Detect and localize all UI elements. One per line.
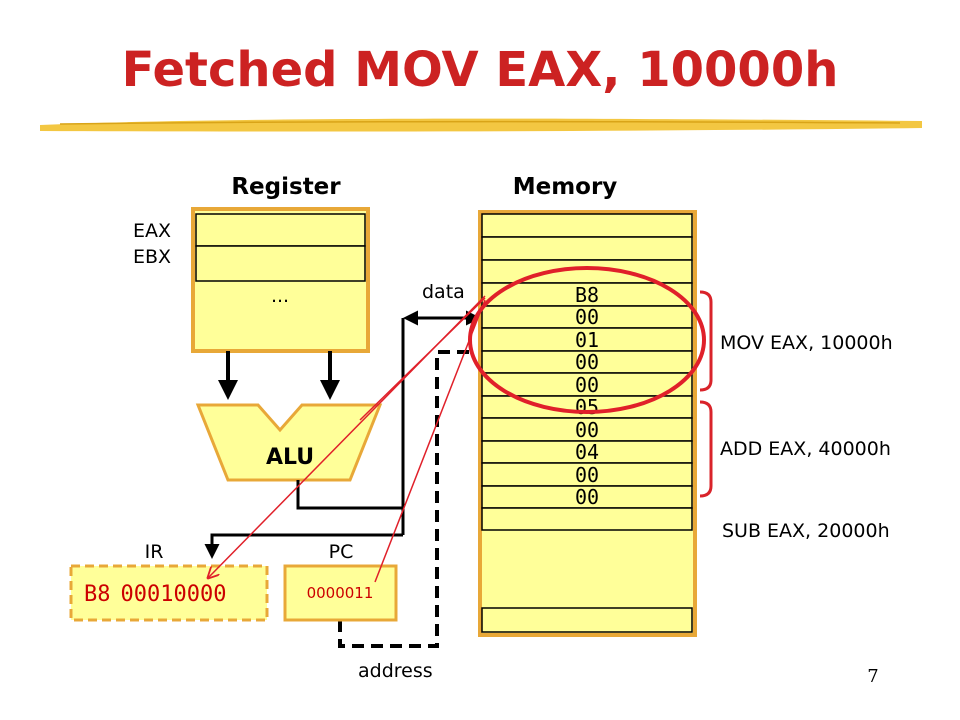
memory-cell: [481, 507, 693, 531]
title-underline-stroke: [59, 120, 901, 125]
memory-cell-value: 00: [575, 485, 599, 509]
address-bus-label: address: [358, 660, 433, 682]
memory-cell-value: 04: [575, 440, 599, 464]
memory-cell: [481, 259, 693, 284]
memory-cells: B8000100000500040000...: [481, 0, 693, 633]
ir-value: B8 00010000: [84, 582, 226, 607]
alu-label: ALU: [266, 445, 314, 470]
memory-cell-value: ...: [569, 0, 605, 5]
ir-value-prefix: B8: [84, 582, 111, 607]
instruction-mov: MOV EAX, 10000h: [720, 332, 893, 354]
memory-cell-value: 00: [575, 350, 599, 374]
memory-cell-value: 00: [575, 305, 599, 329]
memory-cell: [481, 236, 693, 261]
memory-cell: [481, 607, 693, 633]
page-number: 7: [867, 666, 878, 687]
pc-value: 0000011: [307, 584, 374, 602]
memory-cell: [481, 213, 693, 238]
ir-value-main: 00010000: [121, 582, 227, 607]
add-bracket: [699, 400, 713, 498]
data-to-ir-arrow: [204, 533, 403, 559]
register-ellipsis: ...: [271, 285, 289, 307]
slide-title: Fetched MOV EAX, 10000h: [122, 42, 839, 98]
register-label-ebx: EBX: [133, 246, 171, 268]
register-ebx: [195, 245, 366, 282]
register-heading: Register: [231, 174, 341, 200]
register-file: ...: [191, 207, 370, 353]
ir-box: [69, 564, 269, 622]
memory-cell-value: 05: [575, 395, 599, 419]
register-label-eax: EAX: [133, 220, 171, 242]
register-eax: [195, 213, 366, 247]
pc-pointer-line: [374, 299, 486, 583]
alu-shape: [195, 403, 383, 482]
fetch-pointer-line-2: [359, 297, 486, 421]
title-underline: [40, 118, 922, 132]
alu-output-line: [296, 480, 403, 510]
address-bus: [338, 350, 476, 648]
instruction-add: ADD EAX, 40000h: [720, 438, 891, 460]
pc-label: PC: [329, 541, 354, 563]
ir-label: IR: [145, 541, 164, 563]
memory-cell-value: B8: [575, 283, 599, 307]
memory-cell-value: 00: [575, 463, 599, 487]
memory-cell-value: 01: [575, 328, 599, 352]
mov-bracket: [699, 290, 713, 392]
memory-cell-value: 00: [575, 418, 599, 442]
data-bus-label: data: [422, 281, 465, 303]
memory-heading: Memory: [513, 174, 618, 200]
memory-cell: [482, 553, 692, 608]
memory-cell-value: 00: [575, 373, 599, 397]
instruction-sub: SUB EAX, 20000h: [722, 520, 890, 542]
